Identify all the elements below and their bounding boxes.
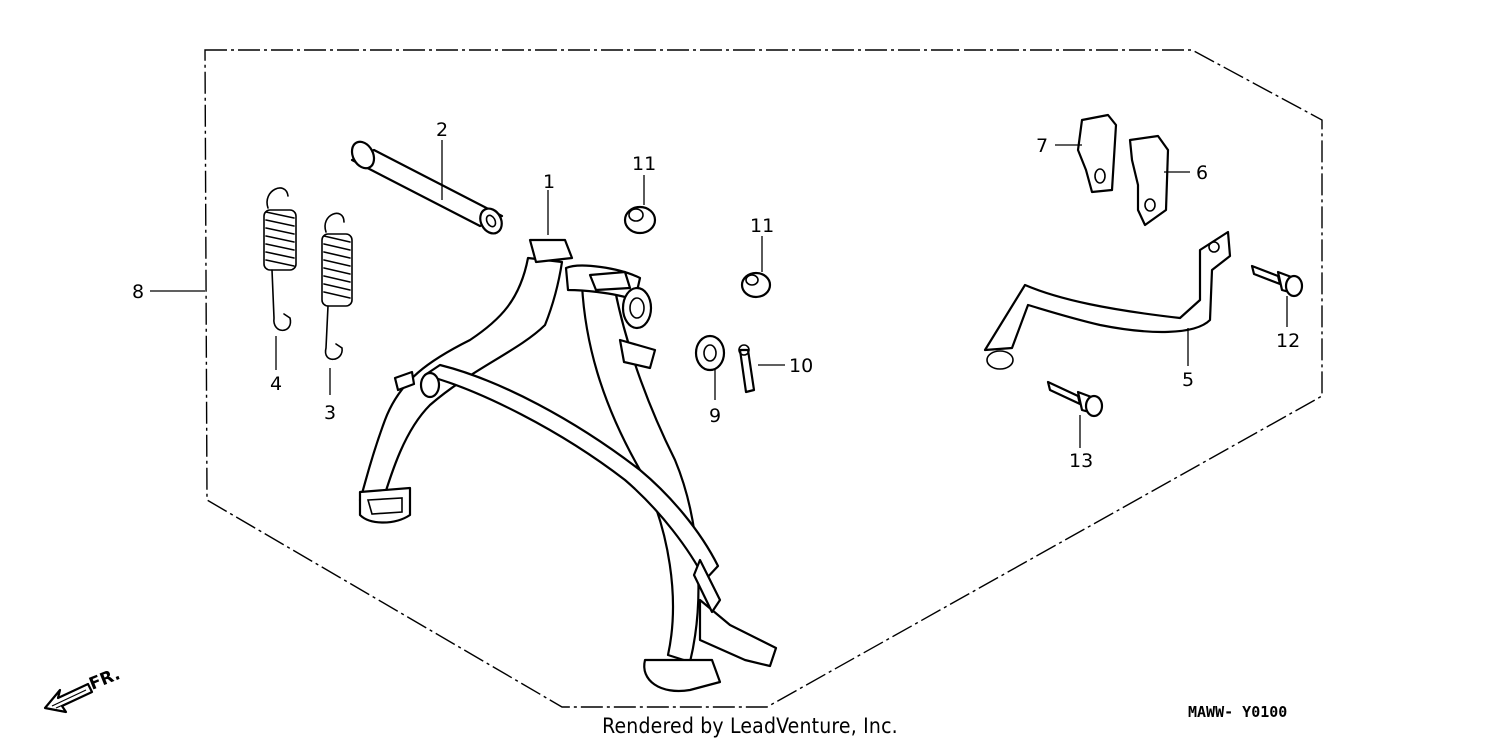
callout-13: 13 [1069, 450, 1093, 472]
callout-5: 5 [1182, 369, 1194, 391]
callout-10: 10 [789, 355, 813, 377]
stand-spring-left[interactable] [263, 187, 297, 332]
front-direction-arrow-icon [43, 682, 94, 714]
flange-bolt-12[interactable] [1250, 264, 1304, 298]
callout-7: 7 [1036, 135, 1048, 157]
washer[interactable] [694, 334, 726, 372]
cotter-pin[interactable] [738, 344, 756, 394]
callout-8: 8 [132, 281, 144, 303]
drawing-code: MAWW- Y0100 [1188, 703, 1288, 721]
nut-upper[interactable] [623, 205, 657, 235]
callout-3: 3 [324, 402, 336, 424]
callout-4: 4 [270, 373, 282, 395]
callout-11-upper: 11 [632, 153, 656, 175]
main-stand[interactable] [358, 238, 778, 693]
leader-lines [150, 140, 1288, 448]
bracket-6[interactable] [1128, 134, 1170, 227]
front-direction-label: FR. [86, 664, 123, 694]
callout-11-lower: 11 [750, 215, 774, 237]
callout-1: 1 [543, 171, 555, 193]
stand-stay[interactable] [983, 230, 1232, 370]
flange-bolt-13[interactable] [1046, 380, 1104, 418]
nut-lower[interactable] [740, 271, 772, 299]
assembly-boundary [204, 49, 1323, 708]
callout-6: 6 [1196, 162, 1208, 184]
bracket-7[interactable] [1076, 113, 1118, 194]
callout-9: 9 [709, 405, 721, 427]
pivot-pipe[interactable] [348, 138, 506, 237]
callout-2: 2 [436, 119, 448, 141]
stand-spring-right[interactable] [321, 212, 353, 361]
footer-credit: Rendered by LeadVenture, Inc. [602, 714, 898, 738]
callout-12: 12 [1276, 330, 1300, 352]
